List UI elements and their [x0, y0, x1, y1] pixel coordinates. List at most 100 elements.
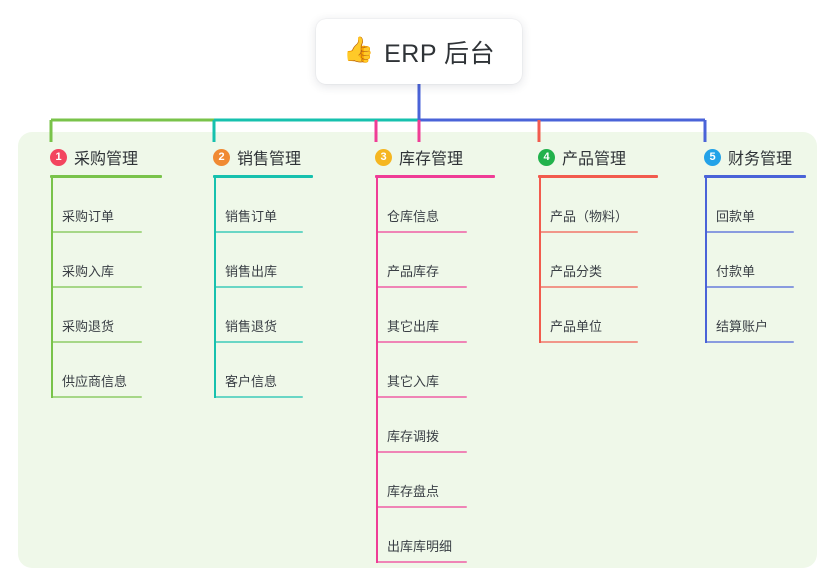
branch-item[interactable]: 产品单位 — [522, 288, 645, 343]
branch-item[interactable]: 销售退货 — [197, 288, 314, 343]
branch-item[interactable]: 采购入库 — [34, 233, 162, 288]
branch-item-underline — [706, 286, 794, 288]
branch-item-list: 采购订单采购入库采购退货供应商信息 — [34, 178, 162, 398]
branch-item-underline — [215, 286, 303, 288]
branch-item[interactable]: 仓库信息 — [359, 178, 479, 233]
branch-item-list: 销售订单销售出库销售退货客户信息 — [197, 178, 314, 398]
branch-item-label: 销售订单 — [225, 209, 278, 224]
branch-title: 采购管理 — [74, 151, 139, 168]
branch-item-label: 产品（物料） — [550, 209, 629, 224]
branch-item-underline — [52, 231, 142, 233]
thumbs-up-icon: 👍 — [342, 36, 375, 64]
branch-item-underline — [377, 396, 467, 398]
branch-number-badge: 1 — [50, 148, 67, 166]
branch-item-label: 采购入库 — [62, 264, 115, 279]
branch-item-label: 产品库存 — [387, 264, 440, 279]
branch-column-2: 2 销售管理销售订单销售出库销售退货客户信息 — [197, 146, 314, 398]
branch-underline — [213, 175, 313, 178]
branch-item[interactable]: 采购退货 — [34, 288, 162, 343]
branch-item-underline — [377, 506, 467, 508]
branch-spine — [376, 178, 378, 563]
branch-item[interactable]: 销售订单 — [197, 178, 314, 233]
branch-item-label: 客户信息 — [225, 374, 278, 389]
branch-item-label: 其它出库 — [387, 319, 440, 334]
branch-number-badge: 3 — [375, 148, 392, 166]
branch-item-label: 付款单 — [716, 264, 756, 279]
branch-item-underline — [377, 341, 467, 343]
branch-underline — [538, 175, 658, 178]
branch-item-underline — [52, 286, 142, 288]
branch-item-label: 采购退货 — [62, 319, 115, 334]
branch-item-label: 其它入库 — [387, 374, 440, 389]
branch-item-underline — [215, 396, 303, 398]
branch-item-underline — [215, 231, 303, 233]
branch-column-3: 3 库存管理仓库信息产品库存其它出库其它入库库存调拨库存盘点出库库明细 — [359, 146, 495, 563]
branch-item-label: 供应商信息 — [62, 374, 128, 389]
branch-item-label: 结算账户 — [716, 319, 769, 334]
branch-item[interactable]: 产品库存 — [359, 233, 479, 288]
branch-item[interactable]: 客户信息 — [197, 343, 314, 398]
branch-item[interactable]: 其它入库 — [359, 343, 479, 398]
root-title: ERP 后台 — [384, 39, 496, 68]
branch-number-badge: 2 — [213, 148, 230, 166]
branch-item[interactable]: 销售出库 — [197, 233, 314, 288]
branch-underline — [50, 175, 162, 178]
branch-item[interactable]: 其它出库 — [359, 288, 479, 343]
branch-item[interactable]: 采购订单 — [34, 178, 162, 233]
branch-item-underline — [540, 341, 638, 343]
branch-item[interactable]: 出库库明细 — [359, 508, 479, 563]
branch-item-label: 销售退货 — [225, 319, 278, 334]
branch-column-1: 1 采购管理采购订单采购入库采购退货供应商信息 — [34, 146, 162, 398]
branch-item-underline — [540, 231, 638, 233]
branch-item-label: 采购订单 — [62, 209, 115, 224]
branch-item-underline — [377, 231, 467, 233]
branch-item-label: 产品分类 — [550, 264, 603, 279]
branch-title: 产品管理 — [562, 151, 627, 168]
branch-item-list: 回款单付款单结算账户 — [688, 178, 803, 343]
branch-item-label: 产品单位 — [550, 319, 603, 334]
branch-spine — [539, 178, 541, 343]
branch-item-underline — [377, 286, 467, 288]
branch-header-3[interactable]: 3 库存管理 — [359, 146, 479, 168]
branch-title: 销售管理 — [237, 151, 302, 168]
branch-item-label: 库存调拨 — [387, 429, 440, 444]
branch-spine — [51, 178, 53, 398]
branch-spine — [705, 178, 707, 343]
branch-item-label: 销售出库 — [225, 264, 278, 279]
branch-item-underline — [215, 341, 303, 343]
branch-item-underline — [706, 341, 794, 343]
branch-underline — [375, 175, 495, 178]
root-node[interactable]: 👍 ERP 后台 — [316, 19, 522, 84]
branch-item[interactable]: 结算账户 — [688, 288, 803, 343]
branch-underline — [704, 175, 806, 178]
branch-item-underline — [540, 286, 638, 288]
branch-item-label: 出库库明细 — [387, 539, 453, 554]
branch-column-4: 4 产品管理产品（物料） 产品分类产品单位 — [522, 146, 658, 343]
branch-item-list: 仓库信息产品库存其它出库其它入库库存调拨库存盘点出库库明细 — [359, 178, 479, 563]
branch-number-badge: 5 — [704, 148, 721, 166]
branch-spine — [214, 178, 216, 398]
branch-item[interactable]: 供应商信息 — [34, 343, 162, 398]
branch-item-list: 产品（物料） 产品分类产品单位 — [522, 178, 645, 343]
branch-item-underline — [52, 396, 142, 398]
branch-item-underline — [52, 341, 142, 343]
branch-item-label: 仓库信息 — [387, 209, 440, 224]
branch-number-badge: 4 — [538, 148, 555, 166]
branch-item-underline — [377, 451, 467, 453]
branch-item[interactable]: 产品分类 — [522, 233, 645, 288]
branch-item-label: 回款单 — [716, 209, 756, 224]
branch-header-2[interactable]: 2 销售管理 — [197, 146, 314, 168]
branch-item-label: 库存盘点 — [387, 484, 440, 499]
branch-title: 库存管理 — [399, 151, 464, 168]
branch-item[interactable]: 库存调拨 — [359, 398, 479, 453]
branch-item[interactable]: 库存盘点 — [359, 453, 479, 508]
branch-item[interactable]: 付款单 — [688, 233, 803, 288]
branches-panel — [18, 132, 817, 568]
branch-item-underline — [706, 231, 794, 233]
branch-item[interactable]: 回款单 — [688, 178, 803, 233]
branch-header-4[interactable]: 4 产品管理 — [522, 146, 645, 168]
branch-header-1[interactable]: 1 采购管理 — [34, 146, 162, 168]
branch-item[interactable]: 产品（物料） — [522, 178, 645, 233]
